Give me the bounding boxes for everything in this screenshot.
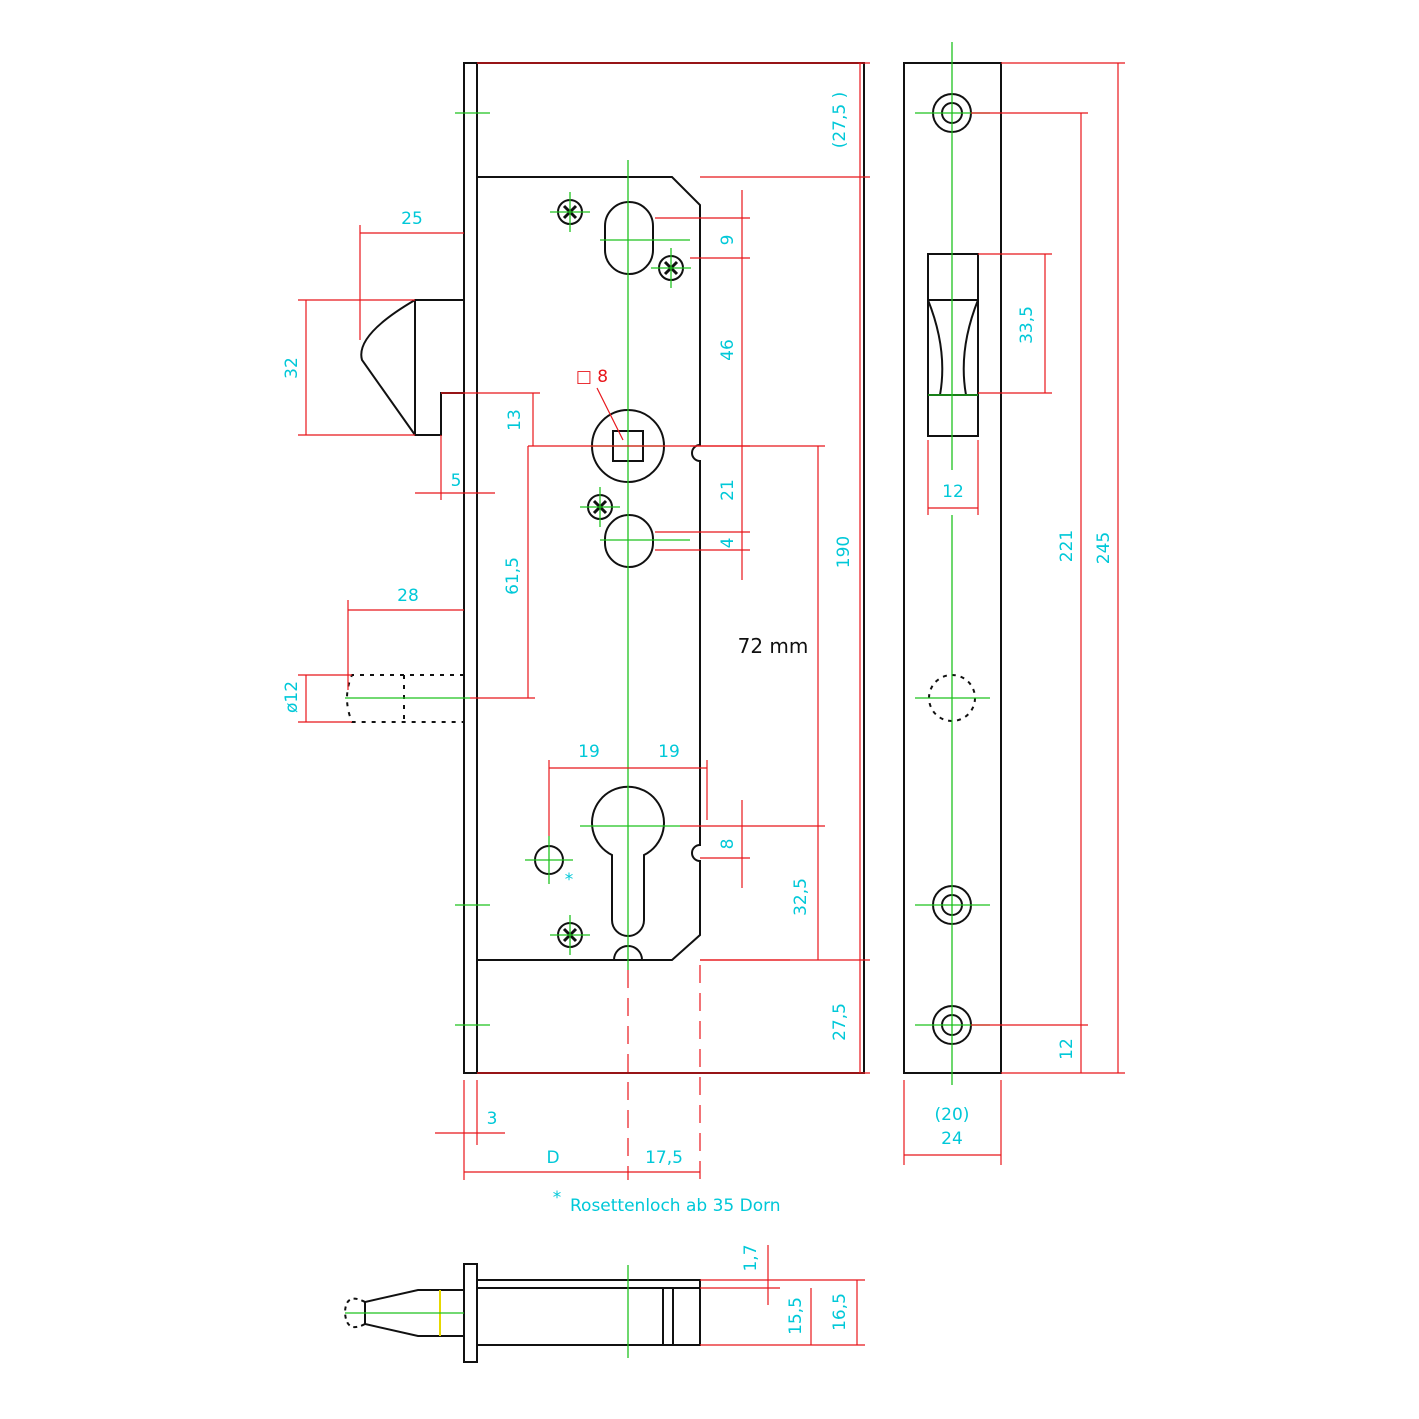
- dim-16-5: 16,5: [830, 1293, 850, 1331]
- lock-case-frame: [476, 62, 865, 1074]
- dim-4: 4: [718, 538, 738, 549]
- dim-12-bottom: 12: [1057, 1038, 1077, 1060]
- faceplate: [463, 62, 478, 1074]
- dim-19-right: 19: [658, 742, 680, 762]
- dim-25: 25: [401, 209, 423, 229]
- dim-21: 21: [718, 479, 738, 501]
- dim-1-7: 1,7: [741, 1244, 761, 1271]
- dim-9: 9: [718, 235, 738, 246]
- dim-19-left: 19: [578, 742, 600, 762]
- bottom-slot: [662, 1287, 674, 1346]
- latch-bolt-profile: [927, 299, 979, 396]
- footnote: * Rosettenloch ab 35 Dorn: [553, 1188, 781, 1216]
- dim-D: D: [546, 1148, 559, 1168]
- dim-32: 32: [282, 357, 302, 379]
- front-view: (27,5 ) 25 9 32 46 □ 8 13 5 21 190 4 28 …: [282, 62, 870, 1180]
- dim-3: 3: [487, 1109, 498, 1129]
- bottom-dimension-labels: 1,7 15,5 16,5: [741, 1244, 850, 1334]
- bottom-faceplate: [463, 1263, 478, 1363]
- dim-27-5-bottom: 27,5: [830, 1003, 850, 1041]
- dim-27-5-top: (27,5 ): [830, 92, 850, 149]
- side-dimension-lines: [903, 62, 1125, 1165]
- slot-middle: [604, 514, 654, 568]
- slot-top: [604, 201, 654, 275]
- dim-13: 13: [505, 409, 525, 431]
- bottom-case: [476, 1279, 701, 1346]
- dimension-labels: (27,5 ) 25 9 32 46 □ 8 13 5 21 190 4 28 …: [282, 92, 854, 1168]
- rosette-star: *: [565, 870, 574, 890]
- dim-33-5: 33,5: [1017, 306, 1037, 344]
- dim-8: 8: [718, 839, 738, 850]
- bottom-view: 1,7 15,5 16,5: [343, 1244, 865, 1363]
- latch-bolt: [360, 299, 464, 436]
- side-center-lines: [915, 42, 990, 1085]
- bottom-latch-dashed: [343, 1297, 366, 1328]
- dim-190: 190: [834, 536, 854, 568]
- dim-61-5: 61,5: [503, 557, 523, 595]
- side-dimension-labels: 33,5 12 221 245 12 (20) 24: [935, 306, 1114, 1149]
- dim-5: 5: [451, 471, 462, 491]
- dim-square-8: □ 8: [576, 367, 608, 387]
- footnote-text: Rosettenloch ab 35 Dorn: [570, 1196, 781, 1216]
- center-lines: [345, 112, 691, 1026]
- latch-window: [927, 253, 979, 437]
- dim-15-5: 15,5: [786, 1297, 806, 1335]
- dim-phi-12: ø12: [282, 681, 302, 713]
- dim-24: 24: [941, 1129, 963, 1149]
- dim-12-width: 12: [942, 482, 964, 502]
- dimension-lines: [298, 62, 870, 1180]
- footnote-star: *: [553, 1188, 562, 1208]
- dim-28: 28: [397, 586, 419, 606]
- side-view: 33,5 12 221 245 12 (20) 24: [903, 42, 1125, 1165]
- bottom-dimension-lines: [700, 1245, 865, 1346]
- dim-46: 46: [718, 339, 738, 361]
- dim-20: (20): [935, 1105, 970, 1125]
- dim-32-5: 32,5: [791, 878, 811, 916]
- dim-17-5: 17,5: [645, 1148, 683, 1168]
- spacing-72mm-label: 72 mm: [738, 634, 809, 658]
- dim-221: 221: [1057, 530, 1077, 562]
- dim-245: 245: [1094, 532, 1114, 564]
